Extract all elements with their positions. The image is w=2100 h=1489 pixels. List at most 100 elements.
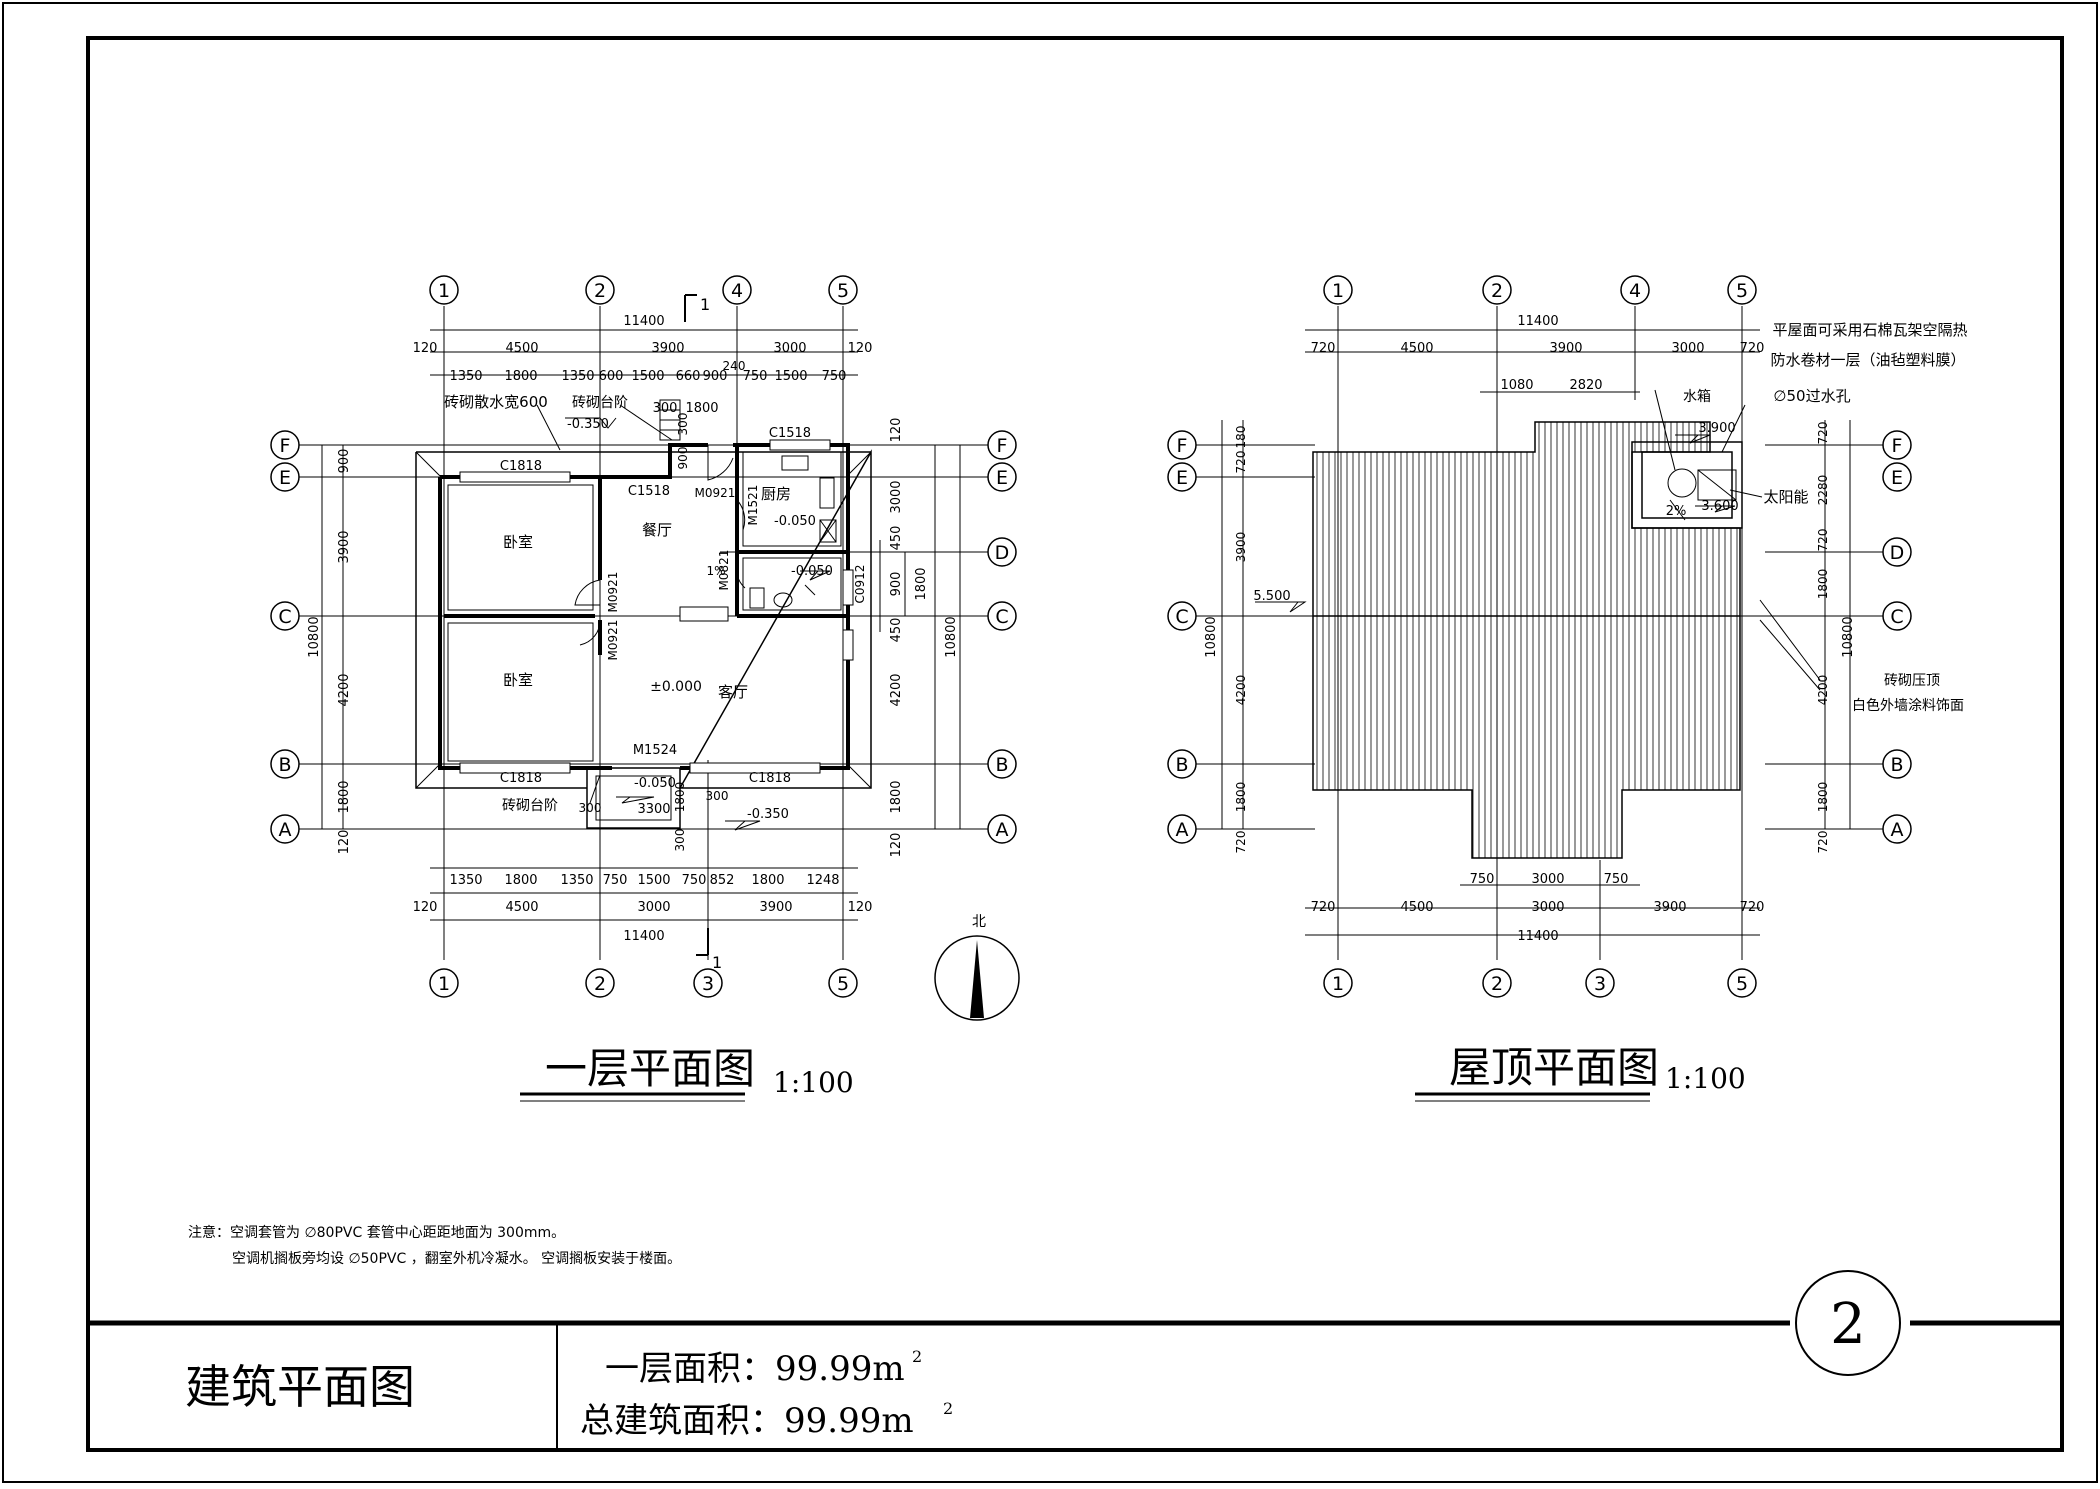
- fp-axis-bottom-2-label: 2: [594, 973, 606, 995]
- fp-label-m0921-c: M0921: [606, 620, 620, 661]
- fp-label-c1518-top: C1518: [769, 426, 811, 441]
- fp-dim-left-total: 10800: [307, 616, 322, 657]
- fp-axis-left-B-circle: [270, 749, 300, 779]
- rp-label-slope: 2%: [1666, 504, 1687, 519]
- rp-axis-right-E-circle: [1882, 462, 1912, 492]
- rp-axis-bottom-1-label: 1: [1332, 973, 1344, 995]
- rp-axis-left-F: F: [1167, 430, 1197, 460]
- fp-windows: [459, 439, 854, 774]
- fp-axis-left-C-label: C: [278, 606, 291, 628]
- rp-dim-top2-1: 4500: [1400, 341, 1433, 356]
- fp-doors: [574, 445, 746, 646]
- fp-dim-right-sub: 1800: [914, 567, 929, 600]
- fp-axis-top-2-circle: [585, 275, 615, 305]
- rp-label-solar: 太阳能: [1763, 488, 1808, 506]
- fp-grid-lines: [298, 306, 990, 960]
- fp-dim-top2-3: 3000: [773, 341, 806, 356]
- rp-dim-bot2-1: 4500: [1400, 900, 1433, 915]
- rp-axis-left-B: B: [1167, 749, 1197, 779]
- fp-axis-left-A-label: A: [279, 819, 292, 841]
- rp-axis-top-2-circle: [1482, 275, 1512, 305]
- fp-axis-top-1: 1: [429, 275, 459, 305]
- fp-dim-top3-6: 900: [703, 369, 728, 384]
- fp-label-level-bot: -0.350: [747, 807, 789, 822]
- fp-dim-top3-4: 1500: [631, 369, 664, 384]
- rp-tank-solar: [1255, 389, 1821, 691]
- rp-axis-bottom-5: 5: [1727, 968, 1757, 998]
- sheet-title: 建筑平面图: [185, 1360, 415, 1414]
- fp-axis-left-C: C: [270, 601, 300, 631]
- rp-axis-left-C-circle: [1167, 601, 1197, 631]
- rp-axis-right-C: C: [1882, 601, 1912, 631]
- rp-axis-bottom-2-label: 2: [1491, 973, 1503, 995]
- rp-axis-bottom-3-label: 3: [1594, 973, 1606, 995]
- fp-axis-left-F: F: [270, 430, 300, 460]
- fp-label-slope: 1%: [706, 564, 725, 578]
- rp-label-tank: 水箱: [1683, 389, 1711, 405]
- sheet-number-circle: [1795, 1270, 1901, 1376]
- fp-dim-right-4: 450: [889, 618, 904, 643]
- fp-scale: 1:100: [773, 1066, 854, 1099]
- fp-axis-top-5-circle: [828, 275, 858, 305]
- rp-axis-bottom-5-circle: [1727, 968, 1757, 998]
- fp-dim-bot2-4: 120: [848, 900, 873, 915]
- rp-axis-left-F-label: F: [1177, 435, 1188, 457]
- fp-axis-right-A: A: [987, 814, 1017, 844]
- fp-axis-bottom-3-label: 3: [702, 973, 714, 995]
- rp-dim-top2-2: 3900: [1549, 341, 1582, 356]
- fp-axis-top-5-label: 5: [837, 280, 849, 302]
- note-line-1: 注意：空调套管为 ∅80PVC 套管中心距距地面为 300mm。: [188, 1224, 565, 1241]
- fp-dim-bot1-1: 1800: [504, 873, 537, 888]
- rp-axis-left-E: E: [1167, 462, 1197, 492]
- rp-axis-right-D-circle: [1882, 537, 1912, 567]
- fp-dim-bot-total: 11400: [623, 929, 664, 944]
- fp-axis-left-B-label: B: [278, 754, 291, 776]
- rp-axis-top-4-circle: [1620, 275, 1650, 305]
- fp-axis-bottom-2: 2: [585, 968, 615, 998]
- fp-axis-right-F: F: [987, 430, 1017, 460]
- fp-axis-right-B-label: B: [995, 754, 1008, 776]
- rp-axis-right-F-label: F: [1892, 435, 1903, 457]
- fp-axis-right-D-circle: [987, 537, 1017, 567]
- rp-axis-right-D: D: [1882, 537, 1912, 567]
- rp-dim-right-5: 1800: [1816, 782, 1830, 813]
- fp-dim-bot2-2: 3000: [637, 900, 670, 915]
- fp-dim-left-4: 120: [337, 830, 352, 855]
- fp-dim-top3-2: 1350: [561, 369, 594, 384]
- fp-axis-right-A-circle: [987, 814, 1017, 844]
- fp-label-d300: 300: [653, 401, 678, 416]
- fp-axis-right-D: D: [987, 537, 1017, 567]
- fp-dim-top2-0: 120: [413, 341, 438, 356]
- fp-dim-right-6: 1800: [889, 780, 904, 813]
- rp-dimension-lines: [1221, 329, 1851, 936]
- rp-axis-top-1-label: 1: [1332, 280, 1344, 302]
- fp-label-level-porch: -0.050: [634, 776, 676, 791]
- rp-label-drain: ∅50过水孔: [1773, 387, 1850, 405]
- first-floor-area: 一层面积：99.99m: [605, 1349, 905, 1389]
- fp-axis-right-C-circle: [987, 601, 1017, 631]
- rp-dim-bot-total: 11400: [1517, 929, 1558, 944]
- fp-dim-right-total: 10800: [944, 616, 959, 657]
- fp-label-dining: 餐厅: [642, 521, 672, 539]
- fp-dim-left-1: 3900: [337, 530, 352, 563]
- rp-axis-right-E-label: E: [1891, 467, 1903, 489]
- fp-dim-right-1: 3000: [889, 480, 904, 513]
- fp-dimension-lines: [321, 329, 961, 921]
- rp-dim-left-1: 720: [1234, 451, 1248, 474]
- fp-axis-right-E: E: [987, 462, 1017, 492]
- rp-axis-left-B-label: B: [1175, 754, 1188, 776]
- fp-dim-top3-0: 1350: [449, 369, 482, 384]
- fp-axis-left-F-circle: [270, 430, 300, 460]
- rp-dim-bot1-2: 750: [1604, 872, 1629, 887]
- fp-axis-top-1-circle: [429, 275, 459, 305]
- fp-label-bedroom2: 卧室: [503, 671, 533, 689]
- rp-dim-right-total: 10800: [1841, 616, 1856, 657]
- first-floor-plan: 1 1 北 一层平面图 1:100 12451235FFEEDCCBBAA114…: [270, 275, 1020, 1102]
- fp-axis-right-B-circle: [987, 749, 1017, 779]
- rp-axis-left-F-circle: [1167, 430, 1197, 460]
- rp-axis-left-A-circle: [1167, 814, 1197, 844]
- total-area-sup: 2: [943, 1399, 953, 1418]
